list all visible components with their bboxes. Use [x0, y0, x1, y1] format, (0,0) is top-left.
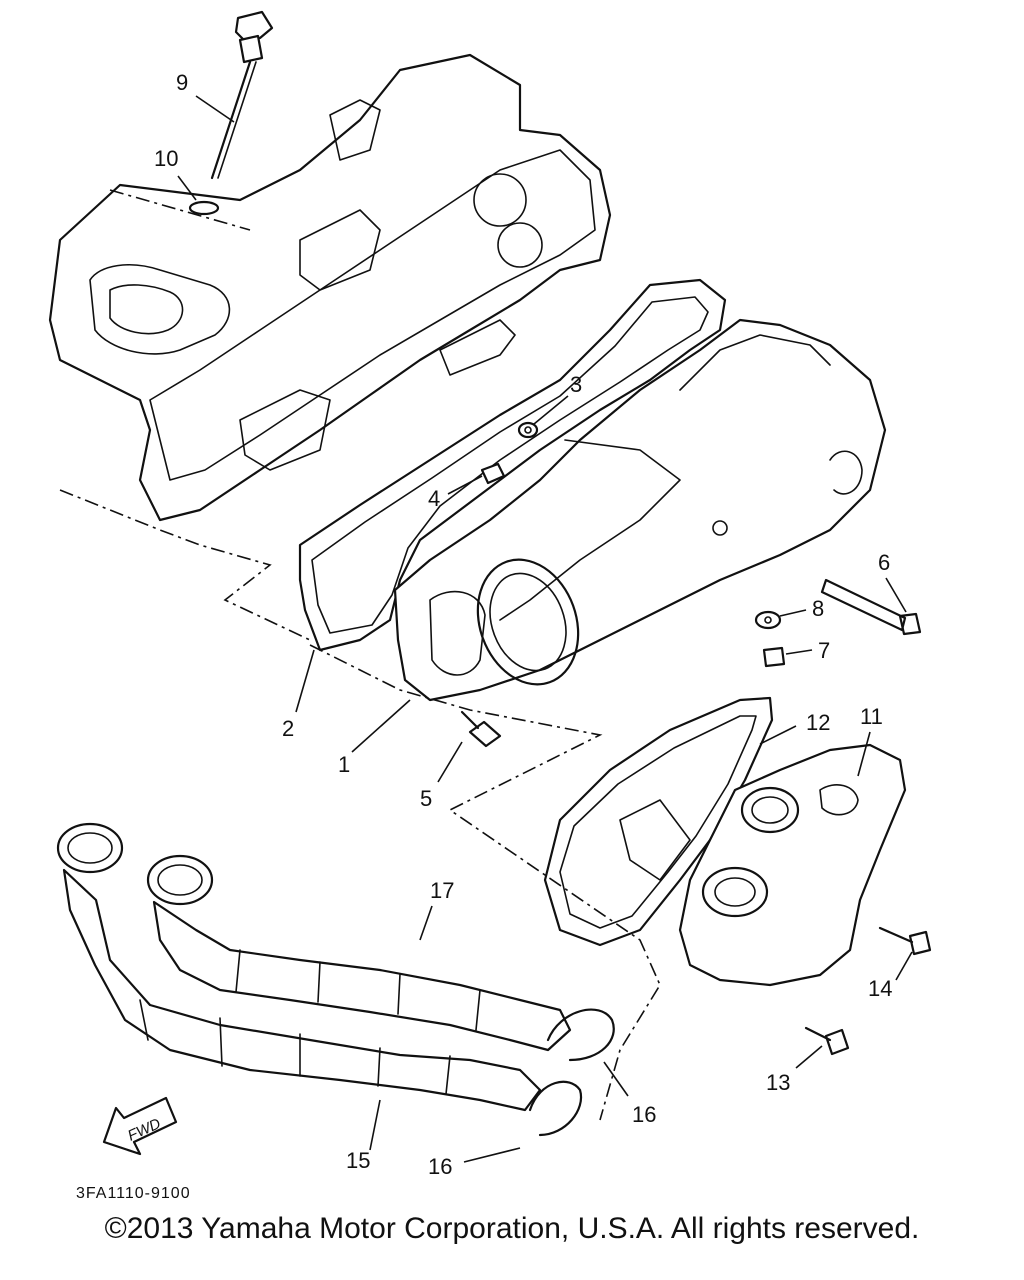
- callout-16a: 16: [632, 1102, 656, 1127]
- engine-crankcase-drawing: [48, 53, 612, 641]
- callout-9: 9: [176, 70, 188, 95]
- callout-2: 2: [282, 716, 294, 741]
- callout-13: 13: [766, 1070, 790, 1095]
- callout-4: 4: [428, 486, 440, 511]
- callout-14: 14: [868, 976, 892, 1001]
- leader-lines: [177, 95, 913, 1163]
- screw-7: [762, 646, 786, 668]
- bolt-5: [460, 710, 502, 748]
- air-duct-cover-11: [678, 743, 907, 987]
- washer-8: [754, 610, 782, 630]
- crankcase-cover-gasket: [298, 278, 727, 652]
- callout-8: 8: [812, 596, 824, 621]
- callout-7: 7: [818, 638, 830, 663]
- callout-15: 15: [346, 1148, 370, 1173]
- bolt-14: [878, 926, 932, 956]
- callout-17: 17: [430, 878, 454, 903]
- callout-10: 10: [154, 146, 178, 171]
- oil-level-gauge-9: [210, 10, 274, 180]
- washer-3: [517, 421, 539, 439]
- cover-gasket-12: [543, 696, 774, 947]
- callout-16b: 16: [428, 1154, 452, 1179]
- callout-3: 3: [570, 372, 582, 397]
- air-duct-15: [56, 822, 542, 1112]
- callout-1: 1: [338, 752, 350, 777]
- air-duct-17: [146, 854, 572, 1052]
- callout-5: 5: [420, 786, 432, 811]
- diagram-reference: 3FA1110-9100: [76, 1185, 191, 1200]
- exploded-view-drawing: 1 2 3 4 5 6 7 8 9 10 11 12 13 14 15 16 1…: [48, 10, 932, 1200]
- phantom-line: [309, 644, 661, 1121]
- callout-11: 11: [860, 704, 883, 729]
- hose-clamp-16a: [546, 1008, 615, 1062]
- bolt-6: [820, 578, 922, 636]
- dowel-pin-4: [480, 462, 506, 485]
- fwd-label: FWD: [125, 1115, 163, 1144]
- hose-clamp-16b: [528, 1080, 583, 1137]
- crankcase-cover: [393, 318, 887, 702]
- o-ring-10: [188, 200, 220, 216]
- forward-arrow-icon: FWD: [102, 1096, 178, 1156]
- callout-6: 6: [878, 550, 890, 575]
- bolt-13: [804, 1026, 850, 1056]
- callout-12: 12: [806, 710, 830, 735]
- copyright-notice: ©2013 Yamaha Motor Corporation, U.S.A. A…: [104, 1212, 920, 1245]
